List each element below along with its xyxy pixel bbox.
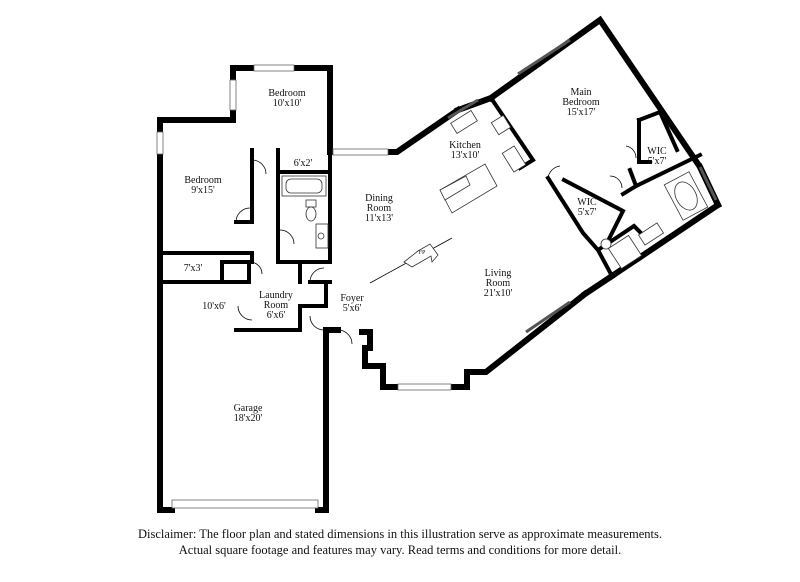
laundry-name2: Room bbox=[264, 300, 289, 311]
disclaimer-line-2: Actual square footage and features may v… bbox=[178, 543, 622, 557]
bedroom-top-name: Bedroom bbox=[268, 88, 305, 99]
doors bbox=[235, 145, 637, 345]
kitchen-name: Kitchen bbox=[449, 140, 481, 151]
fireplace-label: FP bbox=[419, 250, 426, 256]
closet-7x3-dims: 7'x3' bbox=[184, 263, 203, 274]
main-bedroom-dims: 15'x17' bbox=[567, 107, 596, 118]
living-name1: Living bbox=[485, 268, 512, 279]
garage-dims: 18'x20' bbox=[234, 413, 263, 424]
exterior-walls bbox=[157, 15, 722, 513]
foyer-dims: 5'x6' bbox=[343, 303, 362, 314]
living-name2: Room bbox=[486, 278, 511, 289]
dining-dims: 11'x13' bbox=[365, 213, 393, 224]
storage-10x6-dims: 10'x6' bbox=[202, 301, 226, 312]
laundry-name1: Laundry bbox=[259, 290, 293, 301]
wic-right-dims: 5'x7' bbox=[648, 156, 667, 167]
bedroom-top-dims: 10'x10' bbox=[273, 98, 302, 109]
dining-name2: Room bbox=[367, 203, 392, 214]
disclaimer: Disclaimer: The floor plan and stated di… bbox=[0, 526, 800, 558]
foyer-name: Foyer bbox=[340, 293, 364, 304]
interior-walls bbox=[158, 95, 703, 332]
fixtures bbox=[281, 110, 709, 284]
wic-center-dims: 5'x7' bbox=[578, 207, 597, 218]
living-dims: 21'x10' bbox=[484, 288, 513, 299]
main-bedroom-name1: Main bbox=[570, 87, 591, 98]
bedroom-left-name: Bedroom bbox=[184, 175, 221, 186]
disclaimer-line-1: Disclaimer: The floor plan and stated di… bbox=[138, 527, 662, 541]
bedroom-left-dims: 9'x15' bbox=[191, 185, 215, 196]
floor-plan: Bedroom 10'x10' Bedroom 9'x15' 6'x2' 7'x… bbox=[156, 15, 722, 513]
kitchen-dims: 13'x10' bbox=[451, 150, 480, 161]
wic-center-name: WIC bbox=[577, 197, 597, 208]
garage-name: Garage bbox=[234, 403, 263, 414]
main-bedroom-name2: Bedroom bbox=[562, 97, 599, 108]
windows bbox=[156, 38, 718, 509]
wic-right-name: WIC bbox=[647, 146, 667, 157]
closet-6x2-dims: 6'x2' bbox=[294, 158, 313, 169]
dining-name1: Dining bbox=[365, 193, 393, 204]
room-labels: Bedroom 10'x10' Bedroom 9'x15' 6'x2' 7'x… bbox=[184, 87, 667, 424]
laundry-dims: 6'x6' bbox=[267, 310, 286, 321]
